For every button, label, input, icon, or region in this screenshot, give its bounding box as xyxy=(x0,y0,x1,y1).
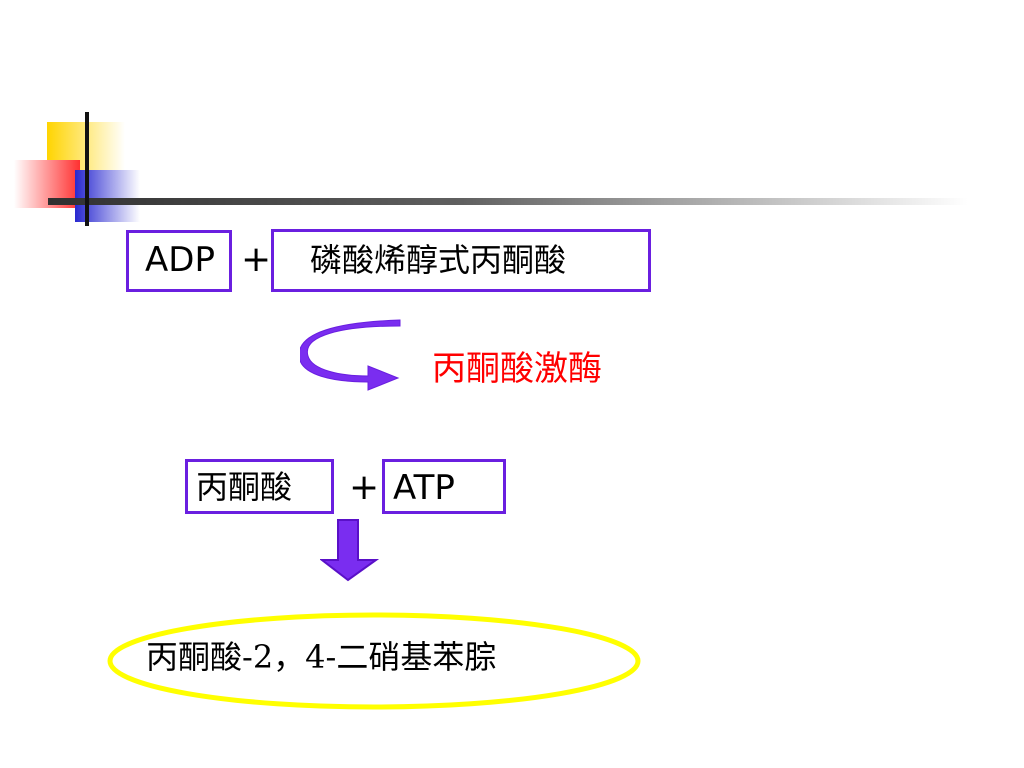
header-decoration xyxy=(14,112,968,226)
product-pyruvate-box: 丙酮酸 xyxy=(185,459,334,514)
substrate-pep-box: 磷酸烯醇式丙酮酸 xyxy=(271,229,651,292)
deco-vertical-line xyxy=(85,112,89,226)
product-atp-box: ATP xyxy=(382,459,506,514)
final-product-label: 丙酮酸-2，4-二硝基苯腙 xyxy=(146,638,497,676)
enzyme-label: 丙酮酸激酶 xyxy=(432,349,602,389)
down-arrow-icon xyxy=(320,519,380,582)
curved-arrow-icon xyxy=(300,319,401,391)
deco-blue-square xyxy=(75,170,140,222)
substrate-adp-box: ADP xyxy=(126,230,232,292)
final-product-ellipse xyxy=(107,612,641,710)
header-rule xyxy=(48,198,968,205)
plus-sign-2: + xyxy=(349,467,380,508)
plus-sign-1: + xyxy=(241,239,272,280)
